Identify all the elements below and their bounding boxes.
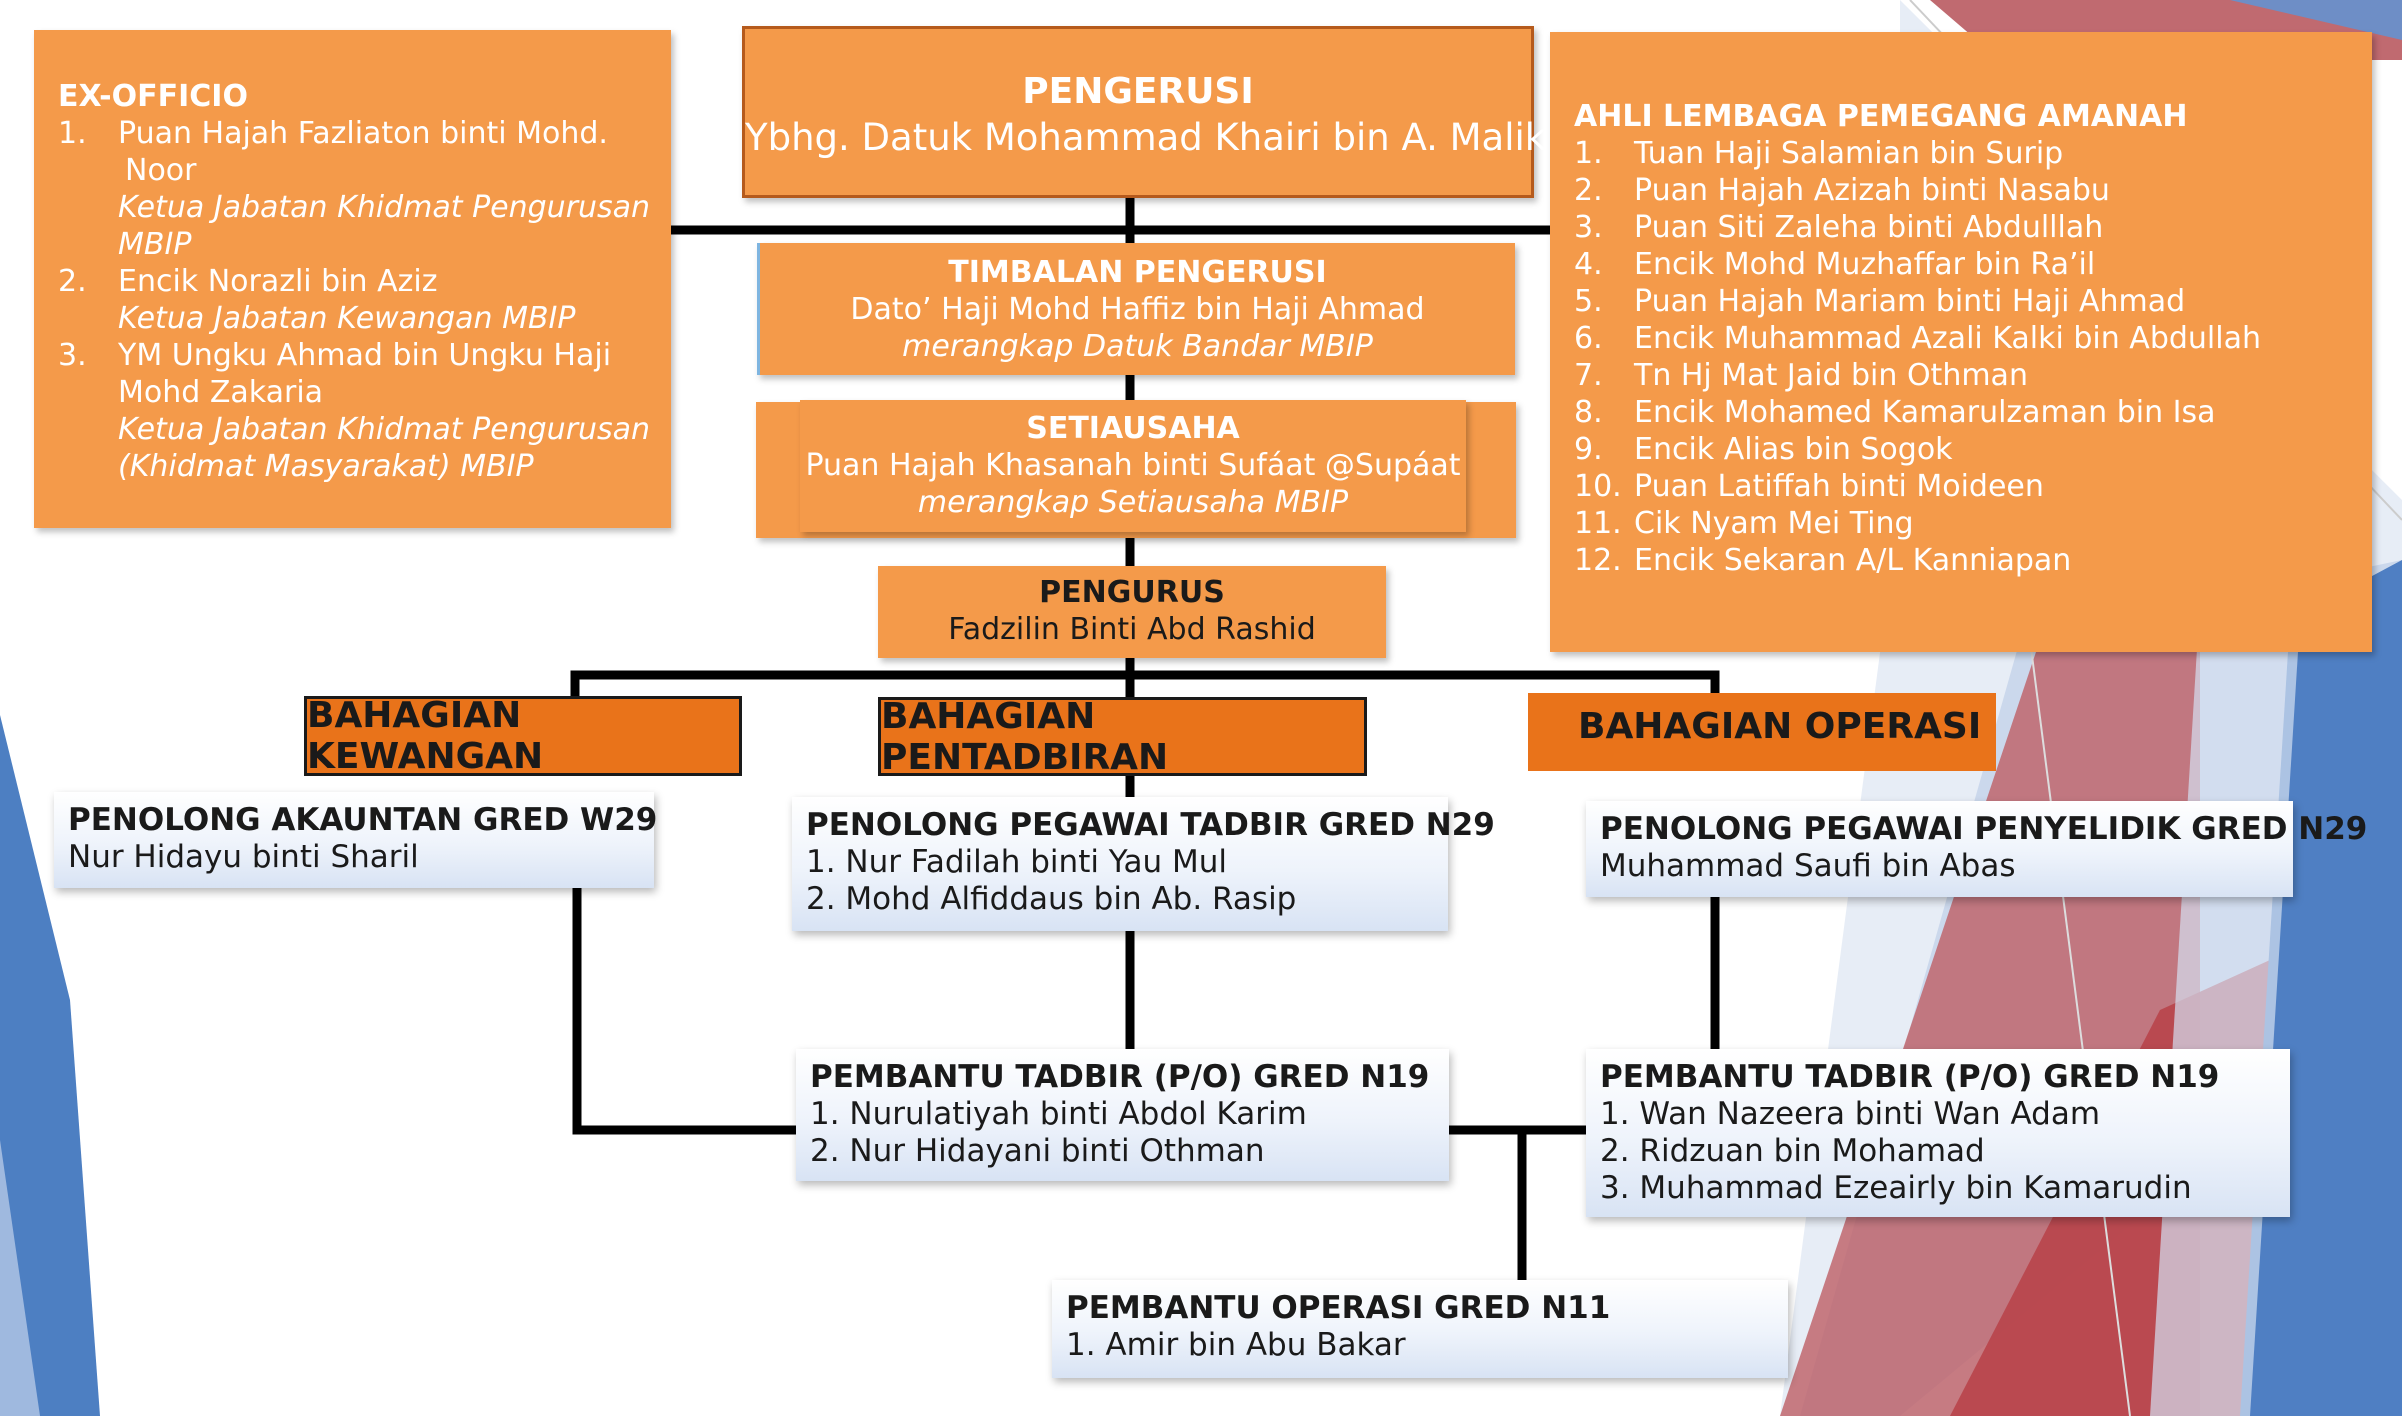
secretary-title: SETIAUSAHA: [1026, 411, 1240, 446]
trustees-box: AHLI LEMBAGA PEMEGANG AMANAH 1. Tuan Haji…: [1550, 32, 2372, 652]
division-admin-header: BAHAGIAN PENTADBIRAN: [878, 696, 1367, 778]
admin-assistant-right-title: PEMBANTU TADBIR (P/O) GRED N19: [1600, 1059, 2220, 1095]
trustee-name: Puan Siti Zaleha binti Abdulllah: [1634, 210, 2104, 245]
admin-assistant-mid-name-2: 2. Nur Hidayani binti Othman: [810, 1133, 1265, 1169]
item-number: 8.: [1574, 395, 1603, 430]
admin-assistant-right-name-1: 1. Wan Nazeera binti Wan Adam: [1600, 1096, 2101, 1132]
trustee-name: Encik Alias bin Sogok: [1634, 432, 1953, 467]
item-number: 10.: [1574, 469, 1622, 504]
secretary-name: Puan Hajah Khasanah binti Sufáat @Supáat: [805, 448, 1461, 483]
item-number: 3.: [58, 338, 87, 373]
admin-assistant-right-box: PEMBANTU TADBIR (P/O) GRED N19 1. Wan Na…: [1586, 1049, 2290, 1217]
research-officer-name-1: Muhammad Saufi bin Abas: [1600, 848, 2016, 884]
trustee-name: Cik Nyam Mei Ting: [1634, 506, 1914, 541]
trustee-item: 8. Encik Mohamed Kamarulzaman bin Isa: [1574, 394, 2372, 431]
admin-assistant-mid-box: PEMBANTU TADBIR (P/O) GRED N19 1. Nurula…: [796, 1049, 1449, 1181]
left-light-blue-shape: [0, 1140, 40, 1416]
member-role: Ketua Jabatan Kewangan MBIP: [118, 301, 576, 336]
trustee-name: Encik Sekaran A/L Kanniapan: [1634, 543, 2072, 578]
item-number: 5.: [1574, 284, 1603, 319]
trustees-title: AHLI LEMBAGA PEMEGANG AMANAH: [1574, 99, 2188, 134]
member-name-cont: Noor: [125, 153, 197, 188]
trustee-name: Encik Mohd Muzhaffar bin Ra’il: [1634, 247, 2096, 282]
member-role: Ketua Jabatan Khidmat Pengurusan: [118, 412, 651, 447]
division-operations-header: BAHAGIAN OPERASI: [1528, 693, 1996, 771]
trustee-name: Encik Muhammad Azali Kalki bin Abdullah: [1634, 321, 2261, 356]
trustee-item: 3. Puan Siti Zaleha binti Abdulllah: [1574, 209, 2372, 246]
member-role: Ketua Jabatan Khidmat Pengurusan: [118, 190, 651, 225]
secretary-box: SETIAUSAHA Puan Hajah Khasanah binti Suf…: [800, 400, 1466, 532]
member-name: Puan Hajah Fazliaton binti Mohd.: [118, 116, 608, 151]
item-number: 1.: [1574, 136, 1603, 171]
operations-assistant-title: PEMBANTU OPERASI GRED N11: [1066, 1290, 1611, 1326]
chairman-name: Ybhg. Datuk Mohammad Khairi bin A. Malik: [745, 116, 1547, 159]
item-number: 2.: [1574, 173, 1603, 208]
trustee-item: 4. Encik Mohd Muzhaffar bin Ra’il: [1574, 246, 2372, 283]
deputy-name: Dato’ Haji Mohd Haffiz bin Haji Ahmad: [850, 292, 1425, 327]
deputy-chairman-box: TIMBALAN PENGERUSI Dato’ Haji Mohd Haffi…: [757, 243, 1515, 375]
left-blue-shape: [0, 715, 100, 1416]
trustee-item: 6. Encik Muhammad Azali Kalki bin Abdulla…: [1574, 320, 2372, 357]
operations-assistant-name-1: 1. Amir bin Abu Bakar: [1066, 1327, 1406, 1363]
deputy-role: merangkap Datuk Bandar MBIP: [902, 329, 1373, 364]
ex-officio-title: EX-OFFICIO: [58, 79, 248, 114]
trustee-name: Tuan Haji Salamian bin Surip: [1634, 136, 2064, 171]
admin-officer-name-1: 1. Nur Fadilah binti Yau Mul: [806, 844, 1227, 880]
trustee-item: 11. Cik Nyam Mei Ting: [1574, 505, 2372, 542]
trustee-item: 5. Puan Hajah Mariam binti Haji Ahmad: [1574, 283, 2372, 320]
admin-assistant-mid-name-1: 1. Nurulatiyah binti Abdol Karim: [810, 1096, 1307, 1132]
admin-officer-title: PENOLONG PEGAWAI TADBIR GRED N29: [806, 807, 1495, 843]
item-number: 2.: [58, 264, 87, 299]
item-number: 6.: [1574, 321, 1603, 356]
trustee-name: Puan Hajah Mariam binti Haji Ahmad: [1634, 284, 2186, 319]
ex-officio-item-1: 1.Puan Hajah Fazliaton binti Mohd. Noor …: [58, 115, 671, 263]
manager-title: PENGURUS: [1039, 575, 1225, 610]
ex-officio-box: EX-OFFICIO 1. Puan Hajah Fazliaton binti …: [34, 30, 671, 528]
diagonal-line-2: [2029, 639, 2131, 1416]
trustee-name: Tn Hj Mat Jaid bin Othman: [1634, 358, 2028, 393]
item-number: 7.: [1574, 358, 1603, 393]
ex-officio-item-3: 3. YM Ungku Ahmad bin Ungku Haji Mohd Zak…: [58, 337, 671, 485]
chairman-box: PENGERUSI Ybhg. Datuk Mohammad Khairi bi…: [742, 26, 1547, 198]
deputy-title: TIMBALAN PENGERUSI: [948, 255, 1327, 290]
admin-assistant-right-name-2: 2. Ridzuan bin Mohamad: [1600, 1133, 1985, 1169]
member-name-cont: Mohd Zakaria: [118, 375, 324, 410]
trustee-name: Encik Mohamed Kamarulzaman bin Isa: [1634, 395, 2216, 430]
trustee-name: Puan Hajah Azizah binti Nasabu: [1634, 173, 2110, 208]
member-name: Encik Norazli bin Aziz: [118, 264, 438, 299]
secretary-role: merangkap Setiausaha MBIP: [917, 485, 1349, 520]
trustee-item: 7. Tn Hj Mat Jaid bin Othman: [1574, 357, 2372, 394]
admin-assistant-mid-title: PEMBANTU TADBIR (P/O) GRED N19: [810, 1059, 1430, 1095]
operations-assistant-box: PEMBANTU OPERASI GRED N11 1. Amir bin Ab…: [1052, 1280, 1788, 1378]
trustee-item: 1. Tuan Haji Salamian bin Surip: [1574, 135, 2372, 172]
trustee-item: 2. Puan Hajah Azizah binti Nasabu: [1574, 172, 2372, 209]
research-officer-title: PENOLONG PEGAWAI PENYELIDIK GRED N29: [1600, 811, 2368, 847]
trustee-item: 12. Encik Sekaran A/L Kanniapan: [1574, 542, 2372, 579]
division-finance-header: BAHAGIAN KEWANGAN: [304, 695, 742, 777]
item-number: 9.: [1574, 432, 1603, 467]
trustee-name: Puan Latiffah binti Moideen: [1634, 469, 2044, 504]
accountant-title: PENOLONG AKAUNTAN GRED W29: [68, 802, 658, 838]
trustee-item: 10. Puan Latiffah binti Moideen: [1574, 468, 2372, 505]
ex-officio-item-2: 2. Encik Norazli bin Aziz Ketua Jabatan K…: [58, 263, 671, 337]
item-number: 3.: [1574, 210, 1603, 245]
manager-name: Fadzilin Binti Abd Rashid: [948, 612, 1316, 647]
member-role-cont: MBIP: [118, 227, 192, 262]
trustee-item: 9. Encik Alias bin Sogok: [1574, 431, 2372, 468]
manager-box: PENGURUS Fadzilin Binti Abd Rashid: [878, 566, 1386, 658]
trustees-list: 1. Tuan Haji Salamian bin Surip 2. Puan Haj…: [1574, 135, 2372, 579]
accountant-name-1: Nur Hidayu binti Sharil: [68, 839, 419, 875]
admin-officer-box: PENOLONG PEGAWAI TADBIR GRED N29 1. Nur …: [792, 797, 1495, 931]
admin-assistant-right-name-3: 3. Muhammad Ezeairly bin Kamarudin: [1600, 1170, 2192, 1206]
item-number: 4.: [1574, 247, 1603, 282]
admin-officer-name-2: 2. Mohd Alfiddaus bin Ab. Rasip: [806, 881, 1297, 917]
chairman-title: PENGERUSI: [1022, 71, 1254, 112]
item-number: 11.: [1574, 506, 1622, 541]
accountant-box: PENOLONG AKAUNTAN GRED W29 Nur Hidayu bi…: [54, 792, 658, 888]
item-number: 1.: [58, 116, 87, 151]
member-name: YM Ungku Ahmad bin Ungku Haji: [118, 338, 612, 373]
research-officer-box: PENOLONG PEGAWAI PENYELIDIK GRED N29 Muh…: [1586, 801, 2368, 897]
member-role-cont: (Khidmat Masyarakat) MBIP: [118, 449, 534, 484]
item-number: 12.: [1574, 543, 1622, 578]
